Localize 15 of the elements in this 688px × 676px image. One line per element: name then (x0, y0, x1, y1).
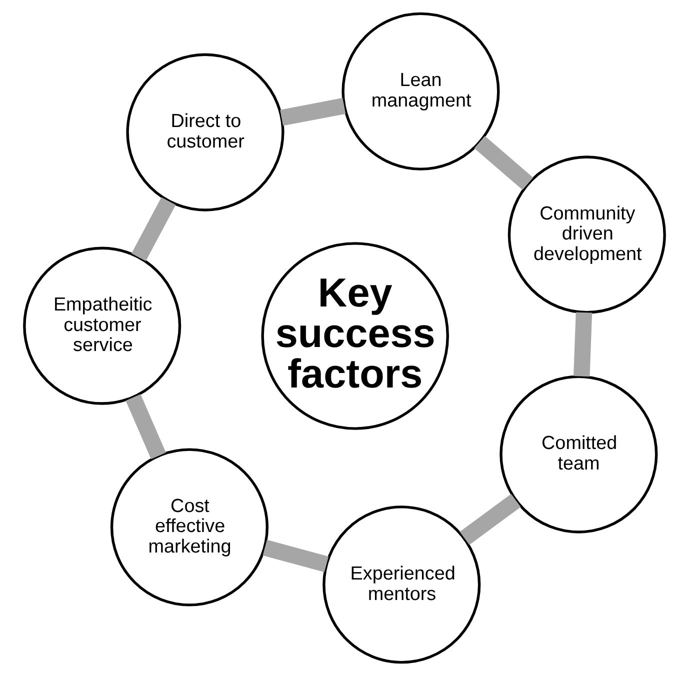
node-circle: Key success factors (260, 242, 448, 430)
connector (125, 394, 166, 460)
node-circle: Comitted team (499, 375, 658, 534)
connector (280, 98, 346, 126)
node-circle: Experienced mentors (322, 506, 480, 664)
connector (262, 540, 328, 572)
connector (130, 197, 176, 262)
node-circle: Cost effective marketing (110, 448, 268, 606)
node-circle: Direct to customer (126, 53, 284, 212)
connector (474, 136, 533, 190)
node-circle: Lean managment (341, 12, 500, 170)
connector (573, 312, 592, 377)
node-circle: Community driven development (507, 156, 666, 314)
node-circle: Empatheitic customer service (22, 246, 181, 405)
connector (459, 494, 520, 545)
